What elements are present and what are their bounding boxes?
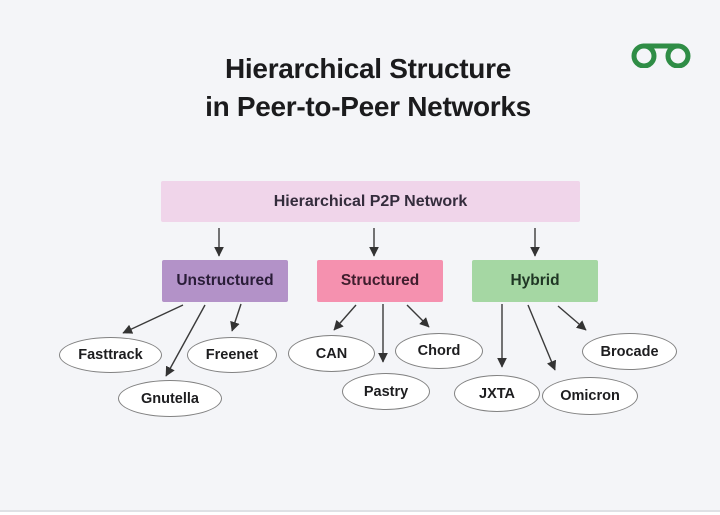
node-pastry: Pastry: [342, 373, 430, 410]
edge-unstructured-fasttrack: [122, 304, 184, 334]
edge-hybrid-omicron: [527, 304, 557, 371]
node-hybrid: Hybrid: [472, 260, 598, 302]
page-title-line1: Hierarchical Structure: [225, 53, 511, 84]
image-bottom-margin: [0, 512, 720, 515]
node-chord: Chord: [395, 333, 483, 369]
node-freenet: Freenet: [187, 337, 277, 373]
node-omicron: Omicron: [542, 377, 638, 415]
geeksforgeeks-logo-icon: [628, 40, 694, 69]
node-unstructured: Unstructured: [162, 260, 288, 302]
edge-hybrid-brocade: [557, 305, 587, 331]
page-title-line2: in Peer-to-Peer Networks: [205, 91, 531, 122]
node-brocade: Brocade: [582, 333, 677, 370]
node-jxta: JXTA: [454, 375, 540, 412]
node-structured: Structured: [317, 260, 443, 302]
edge-structured-can: [333, 304, 357, 331]
node-fasttrack: Fasttrack: [59, 337, 162, 373]
image-bottom-border: [0, 510, 720, 512]
edge-unstructured-gnutella: [165, 304, 206, 377]
edge-structured-chord: [406, 304, 430, 328]
page-title: Hierarchical Structure in Peer-to-Peer N…: [8, 50, 720, 126]
node-hierarchical-p2p-network: Hierarchical P2P Network: [161, 181, 580, 222]
node-can: CAN: [288, 335, 375, 372]
edge-unstructured-freenet: [230, 303, 242, 332]
node-gnutella: Gnutella: [118, 380, 222, 417]
